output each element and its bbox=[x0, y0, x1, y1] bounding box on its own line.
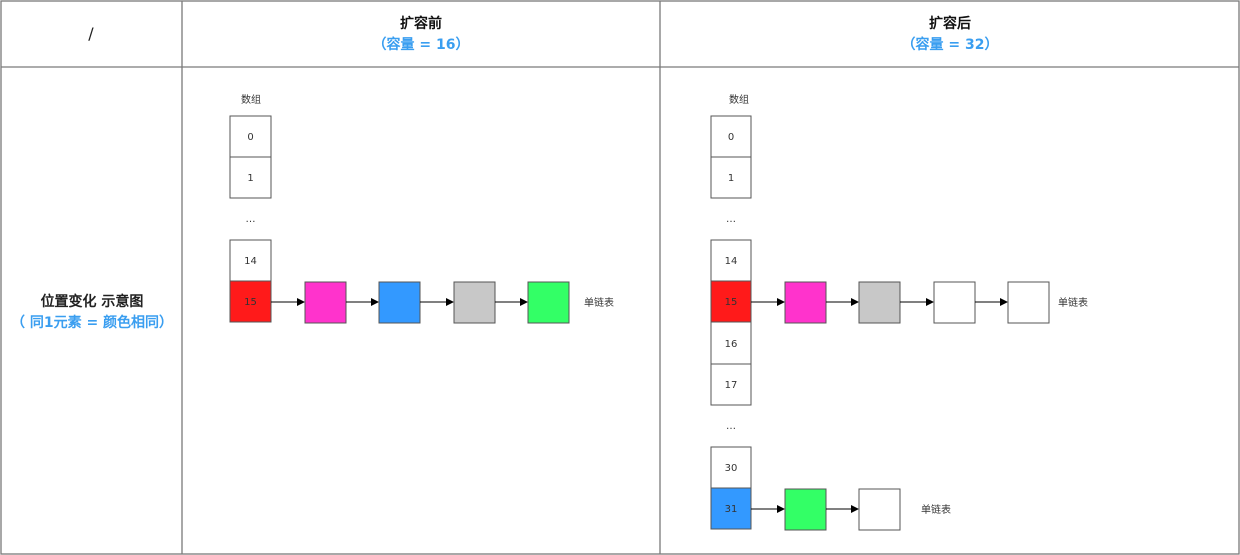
header-before-title: 扩容前 bbox=[400, 15, 442, 32]
header-before-subtitle: （容量 = 16） bbox=[373, 36, 470, 53]
before-chain-node-1 bbox=[304, 281, 347, 324]
before-array-cell-1 bbox=[229, 156, 272, 199]
after-array-cell-0-label: 0 bbox=[728, 132, 734, 143]
header-after-subtitle: （容量 = 32） bbox=[902, 36, 999, 53]
after-array-cell-17-label: 17 bbox=[725, 380, 738, 391]
after-15-chain-node-1 bbox=[784, 281, 827, 324]
after-15-chain-node-2 bbox=[858, 281, 901, 324]
after-31-chain-node-2 bbox=[858, 488, 901, 531]
header-after-title: 扩容后 bbox=[929, 15, 971, 32]
after-ellipsis-1: … bbox=[726, 214, 736, 225]
before-array-cell-15 bbox=[229, 280, 272, 323]
before-array-cell-14-label: 14 bbox=[244, 256, 257, 267]
corner-cell: / bbox=[88, 24, 94, 43]
after-array-cell-16-label: 16 bbox=[725, 339, 738, 350]
before-array-label: 数组 bbox=[241, 93, 261, 106]
after-31-chain-node-1 bbox=[784, 488, 827, 531]
after-array-label: 数组 bbox=[729, 93, 749, 106]
before-array-cell-15-label: 15 bbox=[244, 297, 257, 308]
after-array-cell-1-label: 1 bbox=[728, 173, 734, 184]
before-ellipsis: … bbox=[246, 214, 256, 225]
after-31-chain-label: 单链表 bbox=[921, 503, 951, 516]
before-diagram: 数组 0 1 … 14 15 单链表 bbox=[229, 93, 614, 324]
after-array-cell-1 bbox=[710, 156, 752, 199]
after-array-cell-15-label: 15 bbox=[725, 297, 738, 308]
after-15-chain-node-3 bbox=[933, 281, 976, 324]
after-array-cell-31-label: 31 bbox=[725, 504, 738, 515]
before-array-cell-0 bbox=[229, 115, 272, 158]
after-15-chain-node-4 bbox=[1007, 281, 1050, 324]
row-header-title: 位置变化 示意图 bbox=[41, 293, 144, 310]
before-array-cell-14 bbox=[229, 239, 272, 282]
after-array-cell-0 bbox=[710, 115, 752, 158]
after-array-cell-30-label: 30 bbox=[725, 463, 738, 474]
before-chain-node-2 bbox=[378, 281, 421, 324]
before-array-cell-1-label: 1 bbox=[247, 173, 253, 184]
after-15-chain-label: 单链表 bbox=[1058, 296, 1088, 309]
before-chain-node-4 bbox=[527, 281, 570, 324]
after-diagram: 数组 0 1 … 14 15 16 17 … 30 31 单链表 bbox=[710, 93, 1088, 531]
after-array-cell-17 bbox=[710, 363, 752, 406]
after-array-cell-14 bbox=[710, 239, 752, 282]
before-chain-label: 单链表 bbox=[584, 296, 614, 309]
after-array-cell-14-label: 14 bbox=[725, 256, 738, 267]
before-array-cell-0-label: 0 bbox=[247, 132, 253, 143]
after-ellipsis-2: … bbox=[726, 421, 736, 432]
row-header-subtitle: （ 同1元素 = 颜色相同） bbox=[11, 314, 173, 331]
before-chain-node-3 bbox=[453, 281, 496, 324]
after-array-cell-30 bbox=[710, 446, 752, 489]
